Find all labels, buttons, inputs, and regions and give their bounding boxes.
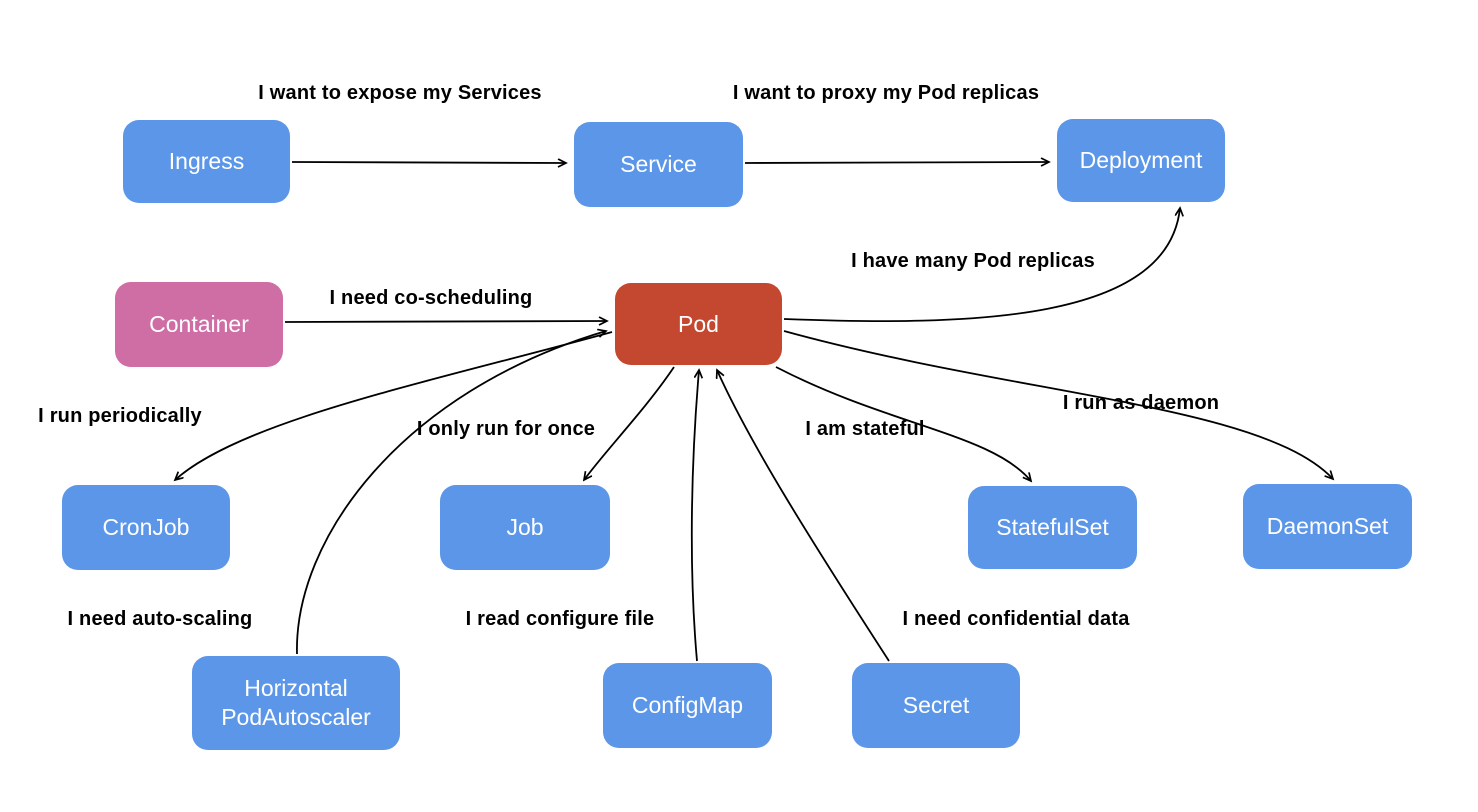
edge-hpa-pod <box>296 331 606 655</box>
edge-pod-statefulset <box>775 366 1031 481</box>
node-horizontal-pod-autoscaler: Horizontal PodAutoscaler <box>192 656 400 750</box>
node-pod: Pod <box>615 283 782 365</box>
edge-label-stateful: I am stateful <box>805 418 925 440</box>
node-deployment: Deployment <box>1057 119 1225 202</box>
edge-secret-pod <box>717 370 890 662</box>
node-secret: Secret <box>852 663 1020 748</box>
edge-label-proxy: I want to proxy my Pod replicas <box>732 82 1040 104</box>
edge-service-deployment <box>744 162 1049 163</box>
node-ingress: Ingress <box>123 120 290 203</box>
node-container: Container <box>115 282 283 367</box>
edge-label-periodically: I run periodically <box>38 405 202 427</box>
edge-configmap-pod <box>690 370 699 662</box>
node-cronjob: CronJob <box>62 485 230 570</box>
edge-label-coscheduling: I need co-scheduling <box>329 287 533 309</box>
edge-pod-daemonset <box>783 330 1333 479</box>
edge-ingress-service <box>291 162 566 163</box>
edge-label-once: I only run for once <box>416 418 596 440</box>
edge-pod-deployment <box>783 208 1180 323</box>
edge-pod-cronjob <box>175 331 613 480</box>
edge-label-confidential: I need confidential data <box>902 608 1130 630</box>
edge-label-autoscaling: I need auto-scaling <box>67 608 253 630</box>
node-job: Job <box>440 485 610 570</box>
edge-label-replicas: I have many Pod replicas <box>851 250 1095 272</box>
node-configmap: ConfigMap <box>603 663 772 748</box>
node-service: Service <box>574 122 743 207</box>
edge-label-configure: I read configure file <box>465 608 655 630</box>
edge-label-daemon: I run as daemon <box>1062 392 1220 414</box>
node-statefulset: StatefulSet <box>968 486 1137 569</box>
node-daemonset: DaemonSet <box>1243 484 1412 569</box>
edge-label-expose: I want to expose my Services <box>258 82 542 104</box>
edge-pod-job <box>584 366 675 480</box>
edge-container-pod <box>284 321 607 322</box>
